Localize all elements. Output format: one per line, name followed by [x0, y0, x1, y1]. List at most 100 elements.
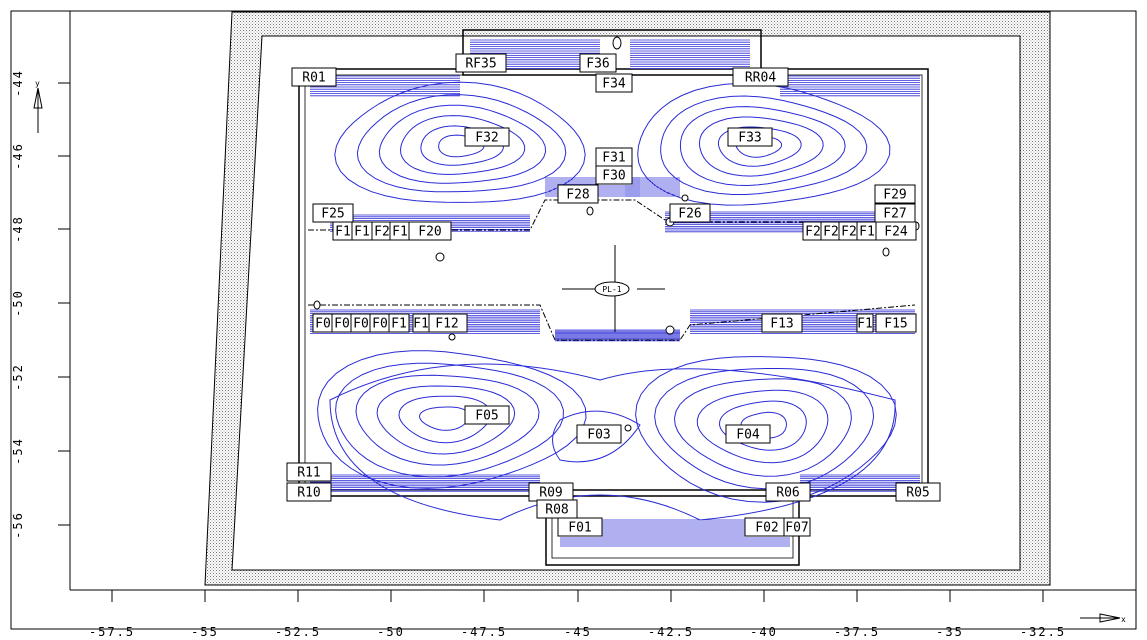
label-F2a: F2	[371, 221, 393, 241]
label-text: F33	[738, 131, 761, 146]
label-F02: F02	[744, 517, 790, 537]
y-tick-label: -48	[11, 215, 25, 243]
label-text: F0	[334, 317, 350, 332]
label-text: F15	[884, 317, 907, 332]
outer-frame	[10, 10, 1137, 630]
label-text: R11	[297, 466, 320, 481]
label-text: F24	[884, 225, 908, 240]
label-text: F2	[805, 225, 821, 240]
label-text: F1	[391, 317, 407, 332]
label-F1e: F1	[856, 221, 878, 241]
label-R10: R10	[286, 482, 332, 502]
label-R06: R06	[765, 482, 811, 502]
label-text: R08	[545, 503, 568, 518]
label-text: RR04	[745, 71, 776, 86]
label-text: F1	[857, 317, 873, 332]
label-F31: F31	[595, 147, 633, 167]
support-symbols	[313, 36, 920, 432]
x-tick-label: -50	[377, 625, 405, 639]
x-tick-label: -45	[564, 625, 592, 639]
label-text: F05	[475, 409, 498, 424]
label-F0b: F0	[331, 313, 353, 333]
contour-line	[334, 81, 586, 203]
label-text: F1	[335, 225, 351, 240]
label-text: F0	[353, 317, 369, 332]
label-F0a: F0	[312, 313, 334, 333]
label-F1a: F1	[332, 221, 354, 241]
y-tick-label: -44	[11, 69, 25, 97]
contour-line	[398, 395, 492, 444]
label-RF35: RF35	[455, 53, 507, 73]
label-text: F25	[321, 207, 344, 222]
contour-line	[376, 385, 516, 455]
label-text: F1	[859, 225, 875, 240]
label-text: F31	[602, 151, 625, 166]
label-F0c: F0	[350, 313, 372, 333]
label-F32: F32	[464, 127, 510, 147]
label-text: F04	[736, 428, 760, 443]
label-F28: F28	[557, 184, 599, 204]
label-text: F2	[374, 225, 390, 240]
label-R08: R08	[536, 499, 578, 519]
label-F1b: F1	[351, 221, 373, 241]
slab-edge-hatch	[204, 11, 1051, 586]
label-text: F02	[755, 521, 778, 536]
label-text: F2	[823, 225, 839, 240]
contour-lines	[317, 81, 897, 521]
x-tick-label: -55	[191, 625, 219, 639]
label-F1c: F1	[389, 221, 411, 241]
label-F1d: F1	[388, 313, 410, 333]
contour-line	[356, 94, 567, 193]
label-F12: F12	[426, 313, 468, 333]
label-F15: F15	[875, 313, 917, 333]
contour-line	[552, 410, 641, 463]
label-F07: F07	[783, 517, 811, 537]
label-F2d: F2	[838, 221, 860, 241]
contour-line	[696, 389, 829, 464]
label-text: F20	[418, 225, 441, 240]
y-axis-ticks: -44-46-48-50-52-54-56	[11, 69, 70, 539]
label-text: F12	[435, 317, 458, 332]
contour-line	[378, 104, 547, 184]
label-text: R09	[539, 486, 562, 501]
label-text: F30	[602, 169, 625, 184]
label-text: F34	[602, 77, 626, 92]
label-text: F07	[785, 521, 808, 536]
label-F25: F25	[312, 203, 354, 223]
label-F01: F01	[557, 517, 603, 537]
x-tick-label: -32.5	[1020, 625, 1066, 639]
center-label: PL-1	[602, 285, 621, 294]
label-text: F29	[883, 188, 906, 203]
label-text: F03	[587, 428, 610, 443]
label-F0d: F0	[369, 313, 391, 333]
x-tick-label: -42.5	[648, 625, 694, 639]
x-axis-ticks: -57.5-55-52.5-50-47.5-45-42.5-40-37.5-35…	[89, 590, 1066, 639]
label-F26: F26	[669, 203, 711, 223]
y-tick-label: -54	[11, 437, 25, 465]
contour-line	[660, 95, 868, 195]
y-tick-label: -46	[11, 142, 25, 170]
label-F2b: F2	[802, 221, 824, 241]
label-text: F32	[475, 131, 498, 146]
label-RR04: RR04	[732, 67, 789, 87]
label-text: F28	[566, 188, 589, 203]
label-F27: F27	[874, 203, 916, 223]
x-tick-label: -37.5	[834, 625, 880, 639]
label-F29: F29	[874, 184, 916, 204]
label-F04: F04	[725, 424, 771, 444]
label-R09: R09	[528, 482, 574, 502]
contour-line	[717, 126, 802, 167]
label-text: F1	[413, 317, 429, 332]
label-F36: F36	[579, 53, 617, 73]
label-text: R01	[302, 71, 325, 86]
y-tick-label: -52	[11, 363, 25, 391]
label-text: F1	[354, 225, 370, 240]
label-text: R06	[776, 486, 799, 501]
label-F05: F05	[464, 405, 510, 425]
contour-line	[718, 400, 807, 451]
contour-line	[317, 350, 587, 489]
label-F2c: F2	[820, 221, 842, 241]
label-text: F0	[372, 317, 388, 332]
contour-line	[635, 356, 897, 503]
